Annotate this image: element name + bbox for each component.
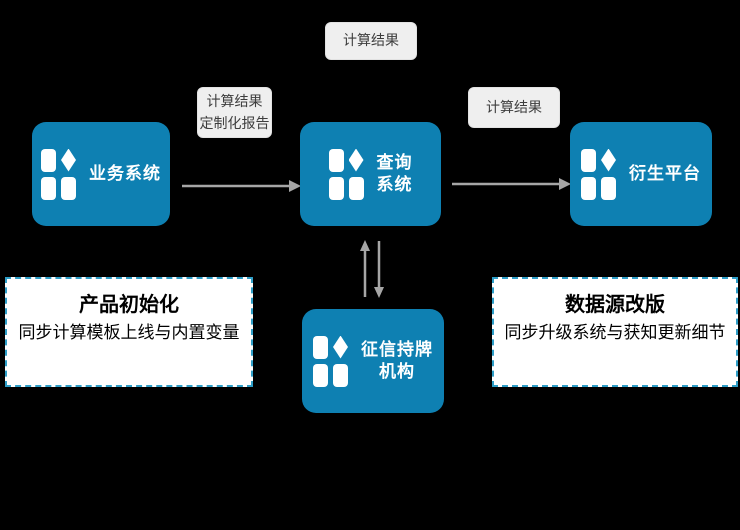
note-datasource-update-subtitle: 同步升级系统与获知更新细节 xyxy=(504,323,726,342)
icon-diamond xyxy=(601,148,616,172)
edge-label-top: 计算结果 xyxy=(325,22,417,60)
icon-cell xyxy=(41,176,56,200)
node-credit-label: 征信持牌 机构 xyxy=(361,339,433,383)
arrow-query-to-credit-down xyxy=(374,241,384,298)
icon-diamond xyxy=(61,148,76,172)
grid-diamond-icon xyxy=(581,148,616,200)
arrow-query-to-derivative xyxy=(452,178,571,190)
node-business-system: 业务系统 xyxy=(32,122,170,226)
node-query-system: 查询 系统 xyxy=(300,122,441,226)
grid-diamond-icon xyxy=(328,148,364,200)
arrow-credit-to-query-up xyxy=(360,240,370,297)
note-product-init-subtitle: 同步计算模板上线与内置变量 xyxy=(18,323,240,342)
note-product-init: 产品初始化 同步计算模板上线与内置变量 xyxy=(5,277,253,387)
grid-diamond-icon xyxy=(313,335,348,387)
edge-label-right-text: 计算结果 xyxy=(486,98,542,115)
note-product-init-title: 产品初始化 xyxy=(79,294,179,316)
icon-cell xyxy=(61,176,76,200)
edge-label-top-text: 计算结果 xyxy=(343,32,399,49)
icon-cell xyxy=(581,176,596,200)
edge-label-left-line2: 定制化报告 xyxy=(199,114,270,131)
grid-diamond-icon xyxy=(41,148,76,200)
node-credit-label-line2: 机构 xyxy=(379,362,415,381)
note-datasource-update-title: 数据源改版 xyxy=(565,294,665,316)
edge-label-right: 计算结果 xyxy=(468,87,560,128)
icon-cell xyxy=(348,176,364,200)
icon-diamond xyxy=(333,335,348,359)
node-query-label: 查询 系统 xyxy=(377,152,413,196)
icon-cell xyxy=(313,363,328,387)
icon-cell xyxy=(313,335,328,359)
node-credit-label-line1: 征信持牌 xyxy=(361,339,433,359)
icon-cell xyxy=(601,176,616,200)
icon-cell xyxy=(41,148,56,172)
node-business-label: 业务系统 xyxy=(89,163,161,183)
node-query-label-line1: 查询 xyxy=(376,152,413,172)
node-derivative-platform: 衍生平台 xyxy=(570,122,712,226)
edge-label-left-line1: 计算结果 xyxy=(206,92,263,109)
node-credit-institution: 征信持牌 机构 xyxy=(302,309,444,413)
edge-label-left: 计算结果 定制化报告 xyxy=(197,87,272,138)
note-datasource-update: 数据源改版 同步升级系统与获知更新细节 xyxy=(492,277,738,387)
icon-cell xyxy=(328,176,344,200)
node-query-label-line2: 系统 xyxy=(376,175,413,194)
icon-cell xyxy=(581,148,596,172)
icon-cell xyxy=(328,148,344,172)
node-derivative-label: 衍生平台 xyxy=(629,163,701,183)
icon-diamond xyxy=(348,148,364,172)
arrow-business-to-query xyxy=(182,180,301,192)
icon-cell xyxy=(333,363,348,387)
